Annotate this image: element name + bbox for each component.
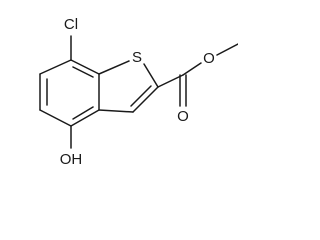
bond-c3a-c4 xyxy=(70,109,100,127)
bond-c2-carbonyl-c xyxy=(157,74,184,88)
bond-ester-o-methyl xyxy=(216,43,238,56)
bond-carbonyl-c-ester-o xyxy=(182,62,202,76)
carbonyl-oxygen-atom-label: O xyxy=(177,108,189,125)
bond-s-c2 xyxy=(143,63,159,88)
chlorine-atom-label: Cl xyxy=(64,16,78,33)
bond-c2-c3 xyxy=(132,86,159,113)
bond-c7a-s xyxy=(98,60,130,75)
bond-c6-c7 xyxy=(39,59,72,75)
sulfur-atom-label: S xyxy=(132,49,142,66)
double-bond-inner-c3a-c4 xyxy=(72,106,94,120)
bond-c7-c7a xyxy=(70,59,100,75)
hydroxyl-group-label: OH xyxy=(60,151,83,168)
bond-c3-c3a xyxy=(98,109,134,113)
bond-c4-c5 xyxy=(39,109,72,127)
chemical-structure-diagram: Cl S O O OH xyxy=(39,16,238,168)
double-bond-inner-c7-c7a xyxy=(72,66,94,78)
double-bond-inner-c2-c3 xyxy=(130,85,152,107)
ester-oxygen-atom-label: O xyxy=(203,50,215,67)
